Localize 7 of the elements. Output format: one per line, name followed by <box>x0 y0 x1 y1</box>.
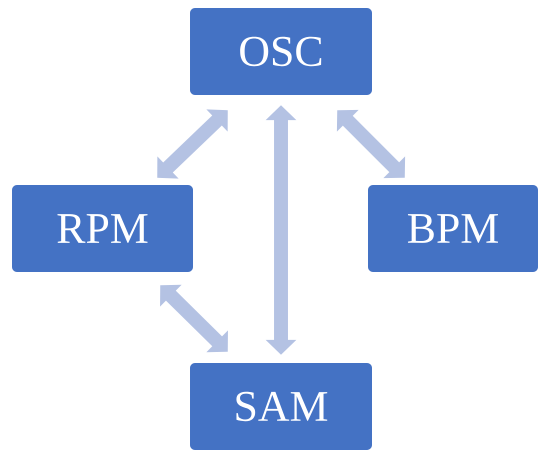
process-box: SAM <box>190 362 372 450</box>
process-box: RPM <box>12 184 193 272</box>
process-box: OSC <box>190 8 372 95</box>
double-arrow <box>336 110 406 178</box>
double-arrow <box>160 284 228 352</box>
double-arrow <box>157 109 228 179</box>
process-box: BPM <box>368 184 538 272</box>
